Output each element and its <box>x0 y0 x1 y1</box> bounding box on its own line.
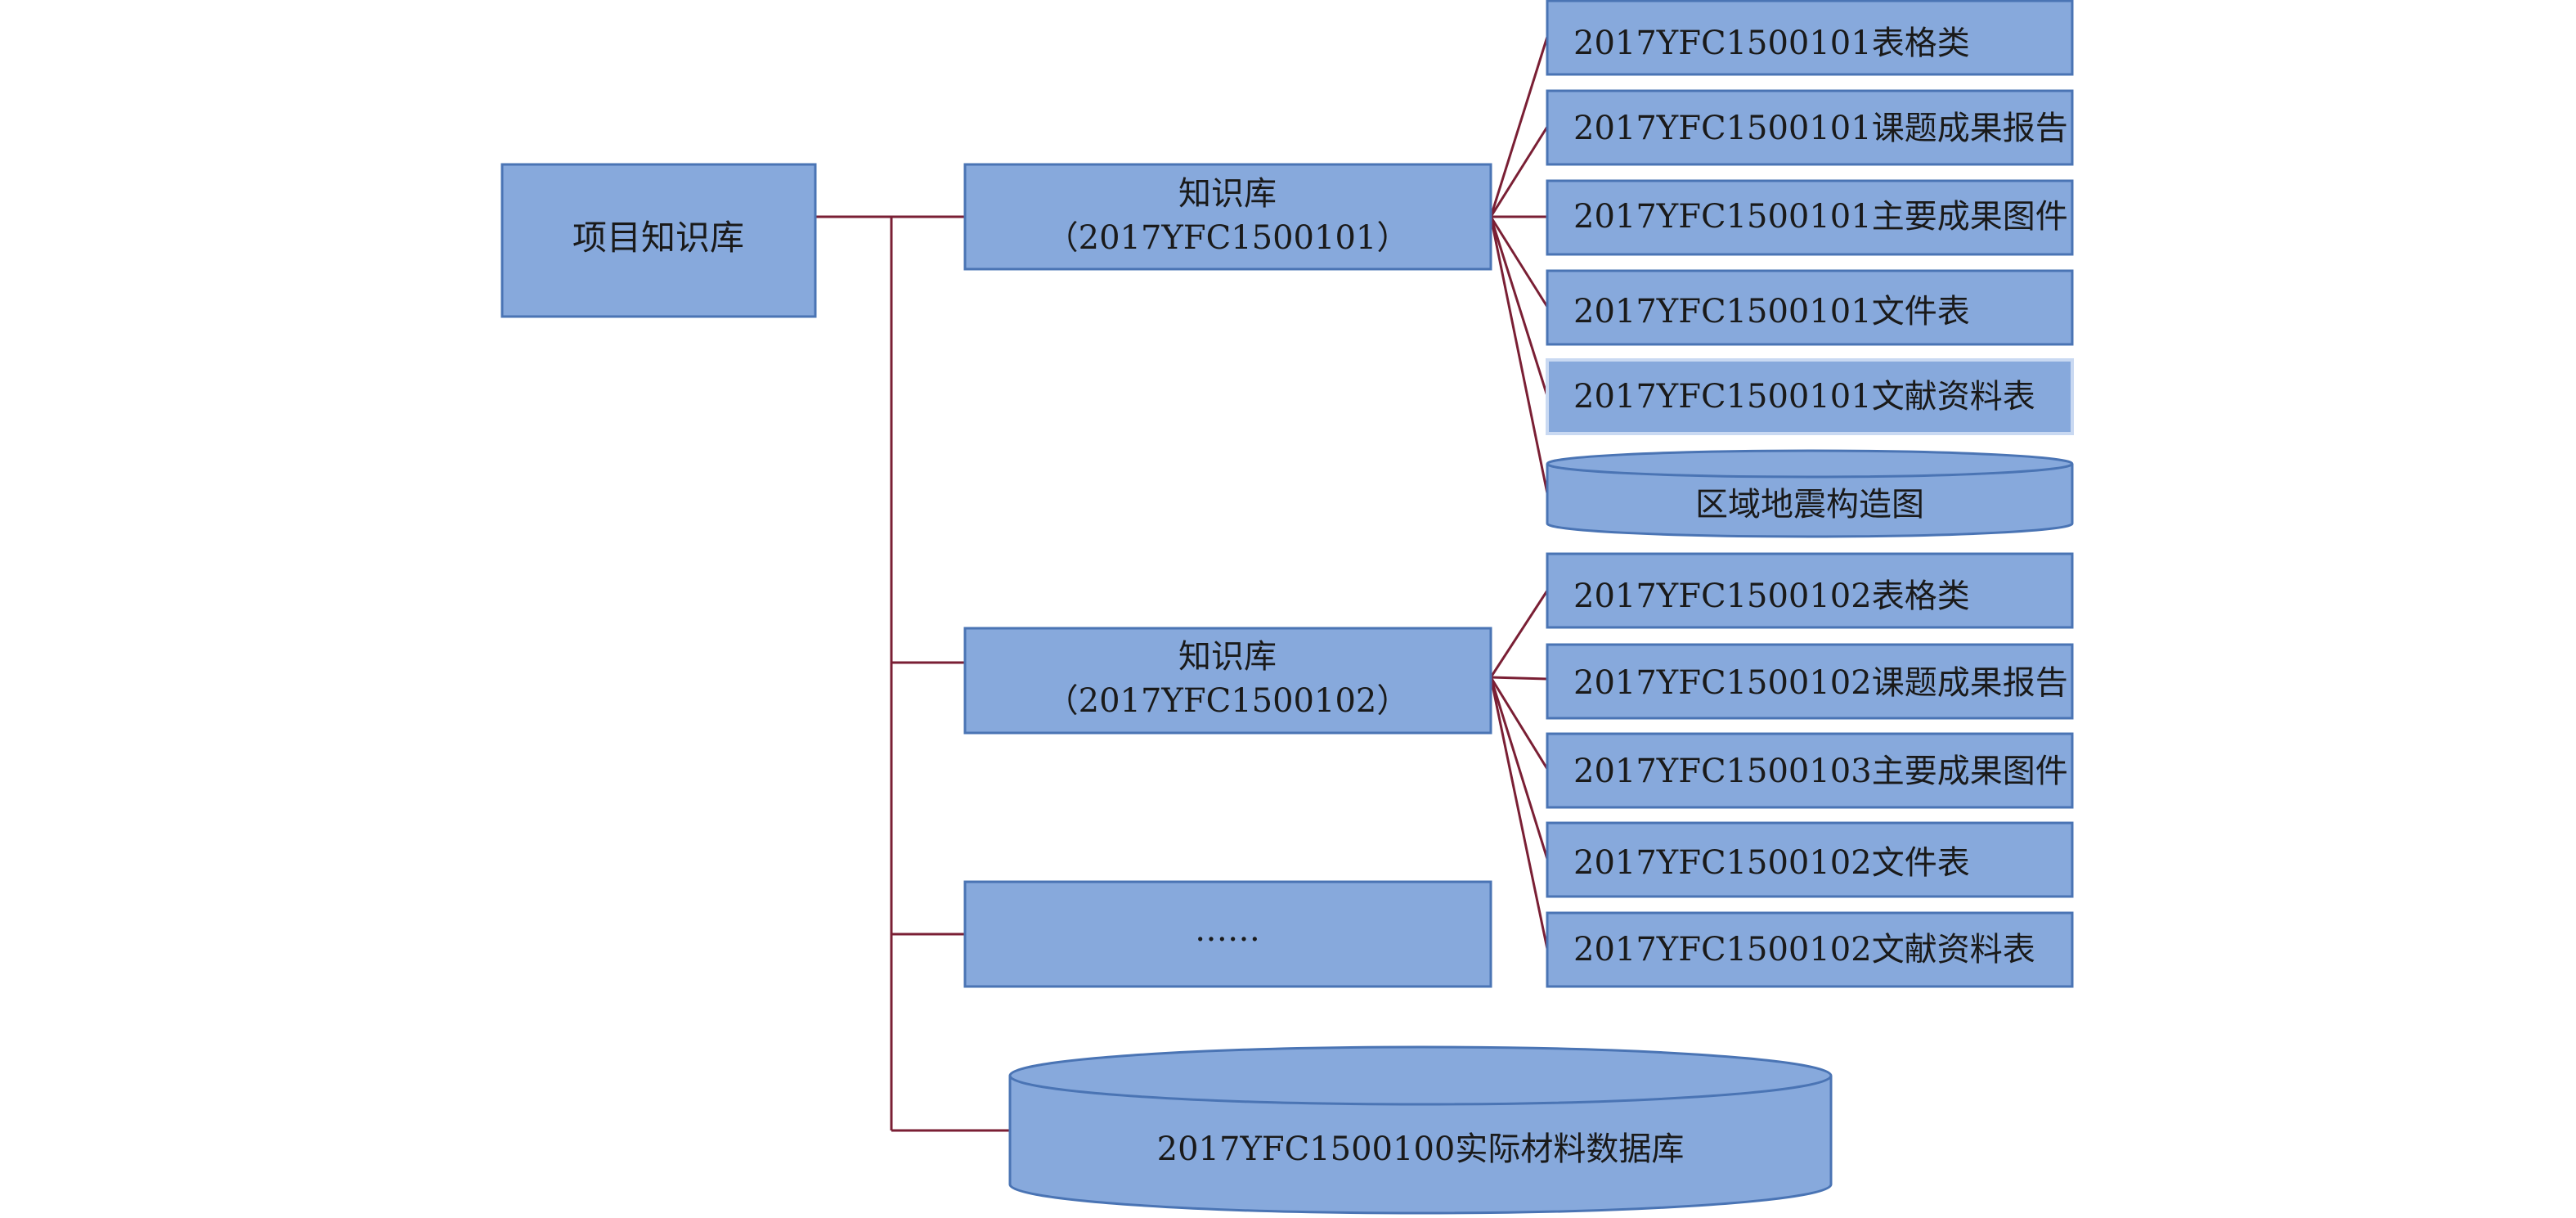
kb1-child-item: 2017YFC1500101课题成果报告 <box>1546 89 2074 166</box>
kb2-code: （2017YFC1500102） <box>1046 682 1410 720</box>
material-database-cylinder: 2017YFC1500100实际材料数据库 <box>1008 1045 1833 1215</box>
kb2-child-label: 2017YFC1500102课题成果报告 <box>1573 664 2068 702</box>
more-knowledge-bases-node: …… <box>963 880 1492 988</box>
kb2-child-label: 2017YFC1500102表格类 <box>1573 578 1970 615</box>
kb1-child-label: 2017YFC1500101文件表 <box>1573 293 1970 330</box>
kb2-child-item: 2017YFC1500102课题成果报告 <box>1546 643 2074 720</box>
root-node-label: 项目知识库 <box>572 218 744 258</box>
kb2-child-item: 2017YFC1500102文献资料表 <box>1546 911 2074 988</box>
kb1-child-list: 2017YFC1500101表格类 2017YFC1500101课题成果报告 2… <box>1546 0 2074 435</box>
kb1-title: 知识库 <box>1178 175 1277 213</box>
kb2-child-item: 2017YFC1500103主要成果图件 <box>1546 732 2074 809</box>
more-label: …… <box>1195 911 1260 949</box>
connector-lines <box>815 36 1549 1132</box>
kb1-child-item: 2017YFC1500101文件表 <box>1546 269 2074 346</box>
kb1-node: 知识库 （2017YFC1500101） <box>963 163 1492 271</box>
kb2-child-item: 2017YFC1500102表格类 <box>1546 552 2074 629</box>
kb2-child-list: 2017YFC1500102表格类 2017YFC1500102课题成果报告 2… <box>1546 552 2074 988</box>
kb1-child-label: 2017YFC1500101课题成果报告 <box>1573 110 2068 147</box>
kb1-child-label: 2017YFC1500101文献资料表 <box>1573 378 2035 416</box>
material-database-label: 2017YFC1500100实际材料数据库 <box>1157 1130 1685 1168</box>
kb1-child-item: 2017YFC1500101表格类 <box>1546 0 2074 76</box>
kb1-child-label: 2017YFC1500101表格类 <box>1573 25 1970 62</box>
root-node: 项目知识库 <box>500 163 817 318</box>
kb2-child-label: 2017YFC1500102文献资料表 <box>1573 931 2035 969</box>
kb1-child-item: 2017YFC1500101主要成果图件 <box>1546 179 2074 256</box>
kb2-child-label: 2017YFC1500103主要成果图件 <box>1573 753 2068 790</box>
kb2-child-item: 2017YFC1500102文件表 <box>1546 821 2074 898</box>
kb2-node: 知识库 （2017YFC1500102） <box>963 627 1492 735</box>
kb1-child-label: 2017YFC1500101主要成果图件 <box>1573 198 2068 236</box>
kb1-code: （2017YFC1500101） <box>1046 219 1410 257</box>
kb2-child-label: 2017YFC1500102文件表 <box>1573 844 1970 882</box>
kb2-title: 知识库 <box>1178 638 1277 676</box>
kb1-database-label: 区域地震构造图 <box>1695 486 1924 524</box>
kb1-database-cylinder: 区域地震构造图 <box>1546 449 2074 538</box>
kb1-child-item: 2017YFC1500101文献资料表 <box>1546 358 2074 435</box>
